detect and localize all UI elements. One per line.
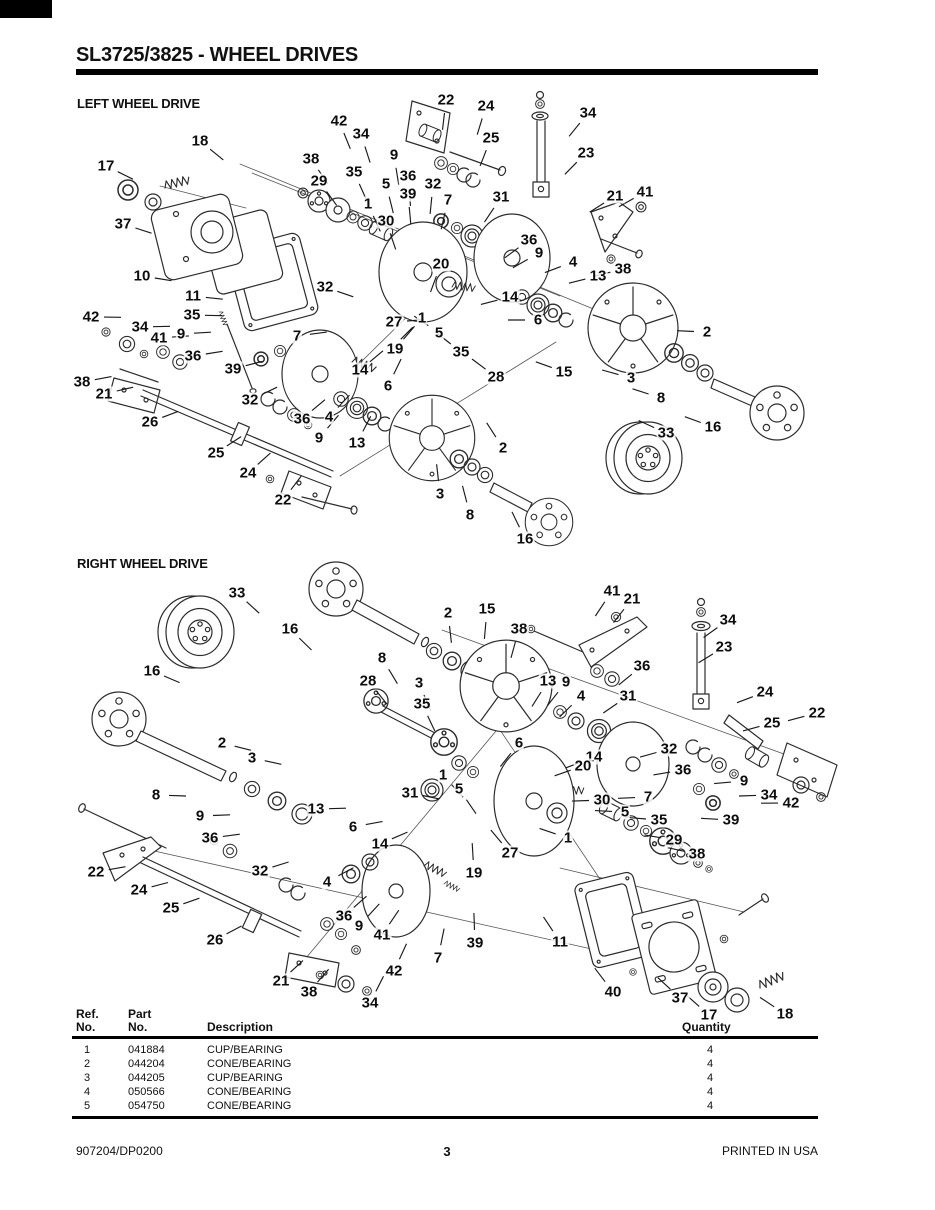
cell-ref: 2	[84, 1057, 91, 1070]
cell-qty: 4	[707, 1071, 714, 1084]
cell-part: 044204	[128, 1057, 165, 1070]
table-row: 3 044205 CUP/BEARING 4	[72, 1071, 818, 1085]
cell-part: 050566	[128, 1085, 165, 1098]
cell-ref: 3	[84, 1071, 91, 1084]
footer-page-number: 3	[443, 1144, 451, 1159]
cell-qty: 4	[707, 1057, 714, 1070]
cell-desc: CONE/BEARING	[207, 1057, 292, 1070]
section-label-left-wheel-drive: LEFT WHEEL DRIVE	[77, 96, 200, 111]
left-diagram-art	[101, 90, 805, 547]
cell-qty: 4	[643, 1099, 818, 1119]
column-header-description: Description	[203, 1008, 643, 1039]
column-header-quantity: Quantity	[643, 1008, 818, 1039]
table-row: 1 041884 CUP/BEARING 4	[72, 1038, 818, 1058]
cell-qty: 4	[707, 1043, 714, 1056]
cell-part: 041884	[128, 1043, 165, 1056]
cell-ref: 5	[72, 1099, 124, 1119]
table-row: 4 050566 CONE/BEARING 4	[72, 1085, 818, 1099]
right-callout-leaders	[108, 601, 805, 1008]
cell-desc: CONE/BEARING	[203, 1099, 643, 1119]
section-label-right-wheel-drive: RIGHT WHEEL DRIVE	[77, 556, 208, 571]
column-header-ref-no: Ref.No.	[72, 1008, 124, 1039]
page-title: SL3725/3825 - WHEEL DRIVES	[76, 44, 358, 66]
cell-desc: CUP/BEARING	[207, 1071, 283, 1084]
table-row: 2 044204 CONE/BEARING 4	[72, 1057, 818, 1071]
cell-ref: 4	[84, 1085, 91, 1098]
cell-desc: CONE/BEARING	[207, 1085, 292, 1098]
right-diagram-art	[78, 561, 838, 1013]
cell-part: 054750	[124, 1099, 203, 1119]
cell-qty: 4	[707, 1085, 714, 1098]
footer-doc-number: 907204/DP0200	[76, 1144, 163, 1158]
print-registration-mark	[0, 0, 52, 18]
footer-printed-in-usa: PRINTED IN USA	[721, 1144, 818, 1158]
cell-ref: 1	[84, 1043, 91, 1056]
cell-desc: CUP/BEARING	[207, 1043, 283, 1056]
cell-part: 044205	[128, 1071, 165, 1084]
title-rule	[76, 69, 818, 75]
